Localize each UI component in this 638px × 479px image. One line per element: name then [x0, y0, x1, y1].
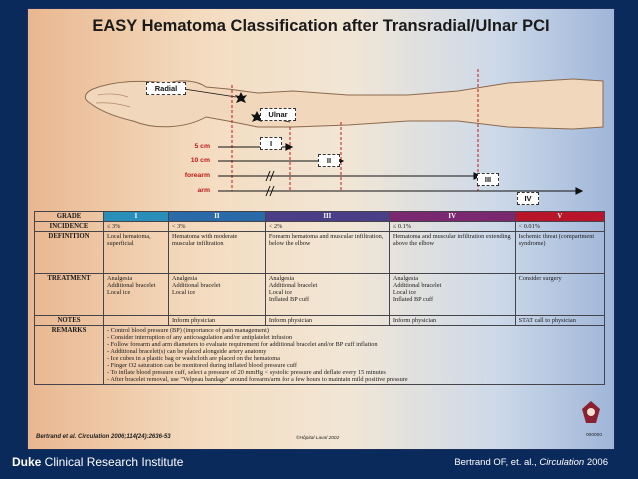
remark-line: - Consider interruption of any anticoagu…	[107, 334, 293, 341]
slide: EASY Hematoma Classification after Trans…	[27, 8, 615, 450]
grade-row: GRADE I II III IV V	[34, 211, 606, 222]
row-header-notes: NOTES	[34, 315, 104, 326]
incidence-cell: < 0.01%	[514, 221, 606, 232]
incidence-cell: < 2%	[264, 221, 390, 232]
notes-cell: STAT call to physician	[514, 315, 606, 326]
treatment-cell: Analgesia Additional bracelet Local ice …	[264, 273, 390, 316]
reference-prefix: Bertrand OF, et. al.,	[454, 457, 540, 468]
row-header-incidence: INCIDENCE	[34, 221, 104, 232]
row-header-remarks: REMARKS	[34, 325, 104, 385]
treatment-cell: Analgesia Additional bracelet Local ice	[167, 273, 266, 316]
distance-forearm-label: forearm	[184, 172, 210, 179]
ulnar-label: Ulnar	[260, 108, 296, 121]
finger-lines	[95, 93, 131, 108]
row-header-definition: DEFINITION	[34, 231, 104, 274]
definition-cell: Forearm hematoma and muscular infiltrati…	[264, 231, 390, 274]
grade-marker-II: II	[318, 154, 340, 167]
definition-cell: Local hematoma, superficial	[103, 231, 169, 274]
radial-callout-line	[183, 88, 237, 98]
incidence-row: INCIDENCE ≤ 3% < 3% < 2% ≤ 0.1% < 0.01%	[34, 221, 606, 232]
grade-marker-III: III	[477, 173, 499, 186]
grade-cell-III: III	[264, 211, 390, 222]
notes-row: NOTES Inform physician Inform physician …	[34, 315, 606, 326]
treatment-row: TREATMENT Analgesia Additional bracelet …	[34, 273, 606, 316]
incidence-cell: ≤ 0.1%	[388, 221, 516, 232]
arm-illustration	[85, 69, 604, 197]
grade-cell-II: II	[167, 211, 266, 222]
remark-line: - Finger O2 saturation can be monitored …	[107, 362, 297, 369]
reference-journal: Circulation	[539, 457, 585, 468]
corner-code: 000000	[586, 433, 603, 438]
radial-label: Radial	[146, 82, 186, 95]
remark-line: - Additional bracelet(s) can be placed a…	[107, 348, 267, 355]
brand-rest: Clinical Research Institute	[41, 455, 184, 469]
radial-puncture-icon	[235, 92, 247, 103]
distance-10cm-label: 10 cm	[190, 157, 210, 164]
notes-cell: Inform physician	[264, 315, 390, 326]
distance-5cm-label: 5 cm	[194, 143, 211, 150]
duke-logo: Duke Clinical Research Institute	[12, 455, 183, 469]
incidence-cell: < 3%	[167, 221, 266, 232]
classification-table: GRADE I II III IV V INCIDENCE ≤ 3% < 3% …	[34, 211, 606, 385]
distance-arm-label: arm	[197, 187, 210, 194]
definition-cell: Hematoma with moderate muscular infiltra…	[167, 231, 266, 274]
remark-line: - Ice cubes in a plastic bag or washclot…	[107, 355, 280, 362]
grade-cell-IV: IV	[388, 211, 516, 222]
brand-bold: Duke	[12, 455, 42, 469]
definition-cell: Ischemic threat (compartment syndrome)	[514, 231, 606, 274]
reference-year: 2006	[584, 457, 608, 468]
treatment-cell: Consider surgery	[514, 273, 606, 316]
row-header-treatment: TREATMENT	[34, 273, 104, 316]
citation: Bertrand et al. Circulation 2006;114(24)…	[36, 434, 171, 440]
slide-title: EASY Hematoma Classification after Trans…	[92, 17, 550, 35]
remarks-row: REMARKS - Control blood pressure (BP) (i…	[34, 325, 605, 385]
treatment-cell: Analgesia Additional bracelet Local ice	[103, 273, 169, 316]
remark-line: - After bracelet removal, use "Velpeau b…	[107, 376, 408, 383]
notes-cell: Inform physician	[167, 315, 266, 326]
incidence-cell: ≤ 3%	[103, 221, 169, 232]
notes-cell	[103, 315, 169, 326]
copyright: ©Hôpital Laval 2002	[296, 436, 340, 441]
remark-line: - Control blood pressure (BP) (importanc…	[107, 327, 269, 334]
definition-cell: Hematoma and muscular infiltration exten…	[388, 231, 516, 274]
row-header-grade: GRADE	[34, 211, 104, 222]
remark-line: - To inflate blood pressure cuff, select…	[107, 369, 386, 376]
footer-reference: Bertrand OF, et. al., Circulation 2006	[454, 457, 608, 468]
notes-cell: Inform physician	[388, 315, 516, 326]
grade-cell-I: I	[103, 211, 169, 222]
treatment-cell: Analgesia Additional bracelet Local ice …	[388, 273, 516, 316]
hospital-logo-icon	[582, 401, 600, 423]
grade-marker-I: I	[260, 137, 282, 150]
grade-marker-IV: IV	[517, 192, 539, 205]
definition-row: DEFINITION Local hematoma, superficial H…	[34, 231, 606, 274]
remark-line: - Follow forearm and arm diameters to ev…	[107, 341, 378, 348]
grade-cell-V: V	[514, 211, 606, 222]
remarks-cell: - Control blood pressure (BP) (importanc…	[103, 325, 605, 385]
